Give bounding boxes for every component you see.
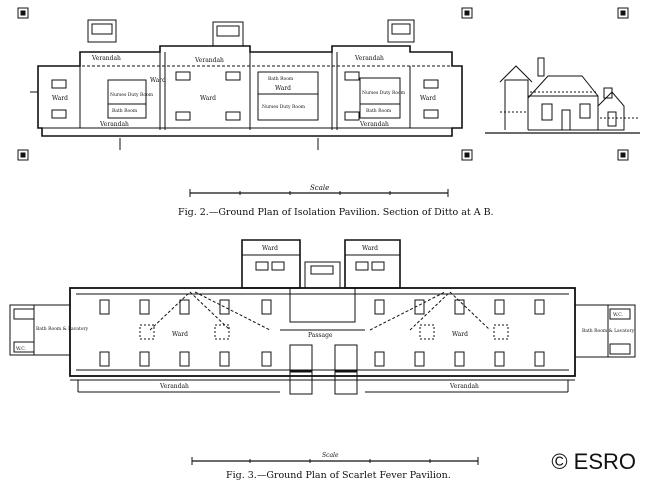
- fig3-plan: [9, 239, 636, 395]
- fig2-scale-bar: [189, 189, 449, 197]
- fig2-scale-label: Scale: [310, 184, 329, 192]
- fig3-label-bath-right: Bath Room & Lavatory: [582, 328, 635, 334]
- fig2-label-verandah-bottom-left: Verandah: [99, 121, 129, 128]
- fig2-label-verandah-left: Verandah: [91, 55, 121, 62]
- fig3-scale-bar: [191, 457, 479, 465]
- fig3-label-ward-top-right: Ward: [362, 245, 378, 252]
- fig3-label-ward-top-left: Ward: [262, 245, 278, 252]
- fig3-label-wc-right: W.C.: [613, 312, 624, 318]
- fig2-label-nurses-right: Nurses Duty Room: [362, 90, 406, 96]
- fig2-label-bath-left: Bath Room: [112, 108, 138, 114]
- fig3-label-passage: Passage: [308, 332, 333, 339]
- fig2-label-bath-right: Bath Room: [366, 108, 392, 114]
- fig2-label-verandah-top: Verandah: [194, 57, 224, 64]
- fig3-label-ward-left: Ward: [172, 331, 188, 338]
- fig2-label-nurses-mid: Nurses Duty Room: [262, 104, 306, 110]
- fig2-caption: Fig. 2.—Ground Plan of Isolation Pavilio…: [178, 207, 494, 218]
- fig2-label-verandah-right: Verandah: [354, 55, 384, 62]
- fig3-scale-label: Scale: [322, 452, 339, 459]
- copyright-watermark: © ESRO: [551, 449, 636, 474]
- fig3-label-verandah-left: Verandah: [159, 383, 189, 390]
- fig2-plan: [17, 7, 473, 161]
- fig3-label-wc-left: W.C.: [16, 346, 27, 352]
- fig3-label-ward-right: Ward: [452, 331, 468, 338]
- fig2-label-bath-mid: Bath Room: [268, 76, 294, 82]
- fig3-label-verandah-right: Verandah: [449, 383, 479, 390]
- fig2-label-nurses-left: Nurses Duty Room: [110, 92, 154, 98]
- fig2-label-ward-3: Ward: [200, 95, 216, 102]
- fig3-caption: Fig. 3.—Ground Plan of Scarlet Fever Pav…: [226, 470, 451, 481]
- fig2-label-ward-1: Ward: [52, 95, 68, 102]
- fig2-label-ward-2: Ward: [150, 77, 166, 84]
- fig2-label-verandah-bottom-right: Verandah: [359, 121, 389, 128]
- section-elevation: [485, 7, 640, 161]
- fig2-label-ward-4: Ward: [275, 85, 291, 92]
- fig2-label-ward-5: Ward: [420, 95, 436, 102]
- fig3-label-bath-left: Bath Room & Lavatory: [36, 326, 89, 332]
